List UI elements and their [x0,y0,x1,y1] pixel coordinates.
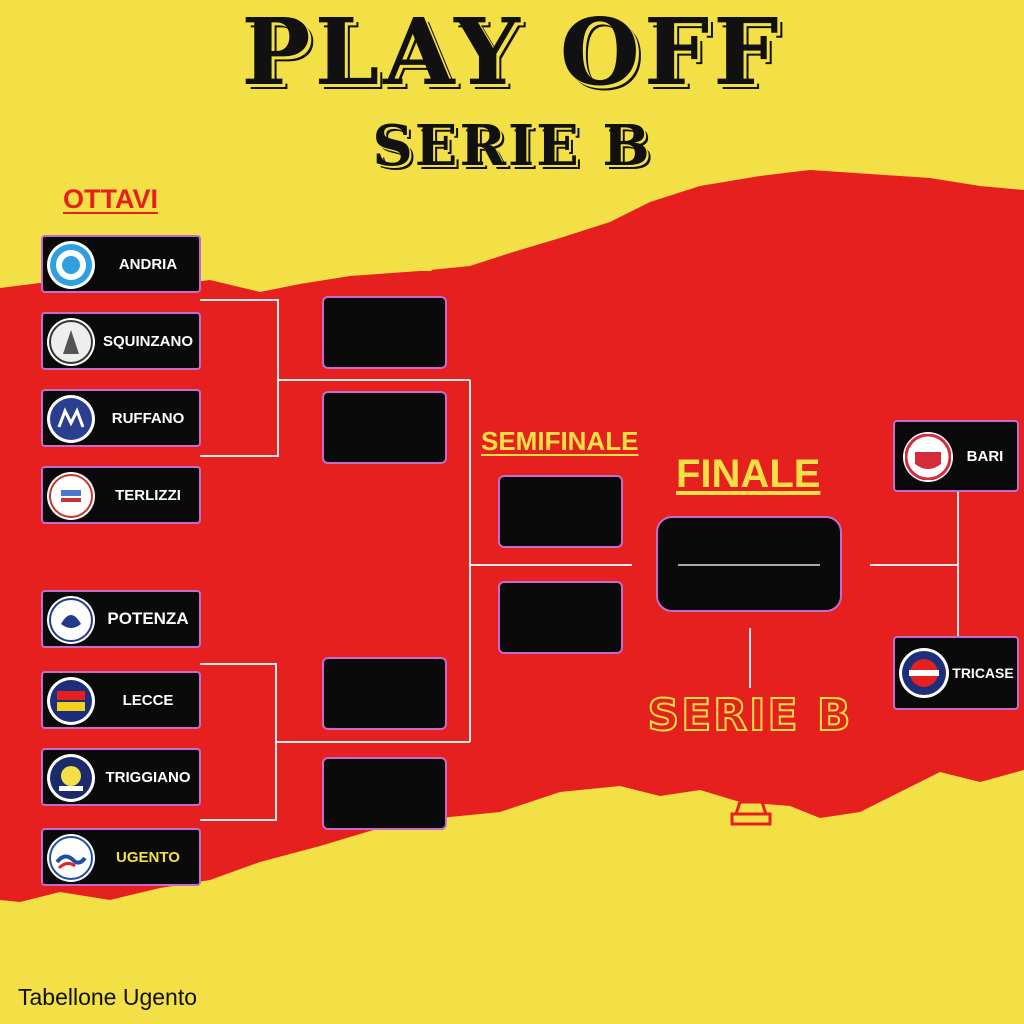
terlizzi-logo-icon [47,472,95,520]
team-bari[interactable]: BARI [893,420,1019,492]
semifinale-slot-2 [498,581,623,654]
tricase-logo-icon [899,648,949,698]
team-squinzano[interactable]: SQUINZANO [41,312,201,370]
team-name: BARI [966,447,1004,465]
team-terlizzi[interactable]: TERLIZZI [41,466,201,524]
ruffano-logo-icon [47,395,95,443]
round-label-quarti: QUARTI [328,241,432,271]
team-name: ANDRIA [118,255,178,273]
team-andria[interactable]: ANDRIA [41,235,201,293]
lecce-logo-icon [47,677,95,725]
potenza-logo-icon [47,596,95,644]
team-name: UGENTO [116,848,180,866]
quarti-slot-2 [322,391,447,464]
round-label-finale: FINALE [676,452,821,496]
semifinale-slot-1 [498,475,623,548]
trophy-label: SERIE B [647,689,853,742]
team-potenza[interactable]: POTENZA [41,590,201,648]
quarti-slot-3 [322,657,447,730]
triggiano-logo-icon [47,754,95,802]
team-name: TRICASE [952,665,1014,681]
round-label-ottavi: OTTAVI [63,184,158,214]
bari-logo-icon [903,432,953,482]
ugento-logo-icon [47,834,95,882]
team-name: TERLIZZI [115,486,181,504]
footer-caption: Tabellone Ugento [18,984,198,1010]
team-name: SQUINZANO [103,332,193,350]
finale-placeholder-line [678,564,820,566]
team-lecce[interactable]: LECCE [41,671,201,729]
quarti-slot-1 [322,296,447,369]
team-name: TRIGGIANO [105,768,191,786]
team-name: RUFFANO [111,409,185,427]
team-name: LECCE [122,691,174,709]
team-ruffano[interactable]: RUFFANO [41,389,201,447]
title: PLAY OFF [241,0,783,106]
round-label-semifinale: SEMIFINALE [481,426,639,456]
squinzano-logo-icon [47,318,95,366]
trophy-icon [720,744,782,826]
finale-slot [656,516,842,612]
quarti-slot-4 [322,757,447,830]
team-ugento[interactable]: UGENTO [41,828,201,886]
andria-logo-icon [47,241,95,289]
subtitle: SERIE B [372,113,652,179]
team-name: POTENZA [107,609,189,628]
team-tricase[interactable]: TRICASE [893,636,1019,710]
team-triggiano[interactable]: TRIGGIANO [41,748,201,806]
